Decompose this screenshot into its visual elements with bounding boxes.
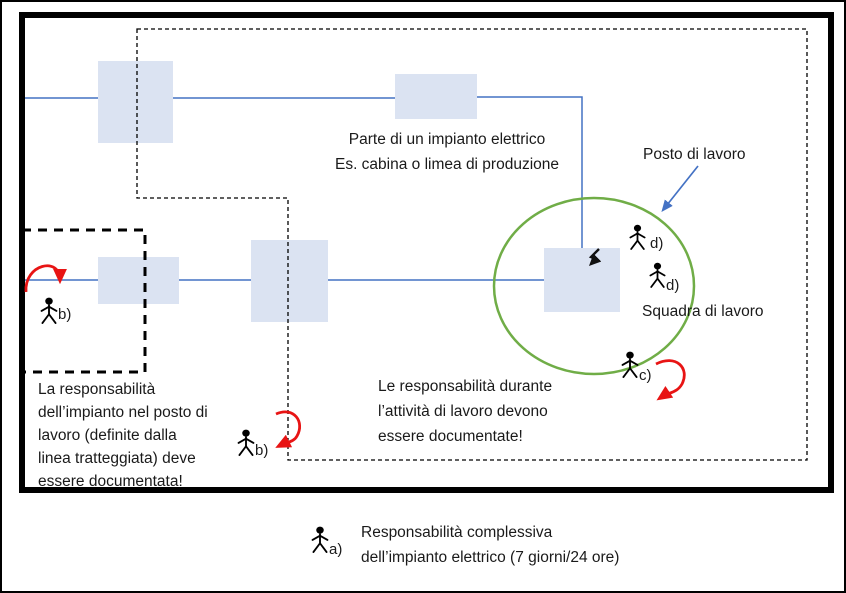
figure-label-a: a) — [329, 541, 343, 558]
person-icon-c — [621, 351, 639, 378]
squadra-di-lavoro-label: Squadra di lavoro — [642, 303, 764, 320]
person-icon-b1 — [40, 297, 58, 324]
posto-pointer-arrow-icon — [661, 165, 699, 212]
rotation-arrow-c-icon — [655, 359, 686, 401]
person-icon-d1 — [629, 224, 646, 250]
person-icon-a — [311, 526, 329, 553]
equipment-box-top-center — [395, 74, 477, 119]
figure-label-d1: d) — [650, 235, 664, 252]
figure-label-c: c) — [639, 367, 652, 384]
person-icon-b2 — [237, 429, 255, 456]
posto-di-lavoro-label: Posto di lavoro — [643, 146, 746, 163]
figure-label-d2: d) — [666, 277, 680, 294]
figure-label-b2: b) — [255, 442, 269, 459]
responsibility-dashed-box — [20, 228, 147, 374]
legend-text: Responsabilità complessiva dell’impianto… — [361, 524, 620, 566]
workplace-equipment-box — [544, 248, 620, 312]
workplace-circle — [492, 196, 696, 376]
equipment-box-top-left — [98, 61, 173, 143]
rotation-arrow-b1-icon — [24, 264, 67, 293]
person-icon-d2 — [649, 262, 666, 288]
rotation-arrow-b2-icon — [275, 410, 302, 448]
installation-dashed-boundary — [136, 28, 808, 461]
equipment-box-mid-left — [98, 257, 179, 304]
voltage-bolt-icon — [588, 248, 602, 267]
installation-caption: Parte di un impianto elettrico Es. cabin… — [334, 131, 560, 173]
left-responsibility-note: La responsabilità dell’impianto nel post… — [38, 381, 208, 490]
right-responsibility-note: Le responsabilità durante l’attività di … — [378, 378, 553, 445]
figure-label-b1: b) — [58, 306, 72, 323]
equipment-box-mid-center — [251, 240, 328, 322]
main-boundary-frame — [19, 12, 834, 493]
